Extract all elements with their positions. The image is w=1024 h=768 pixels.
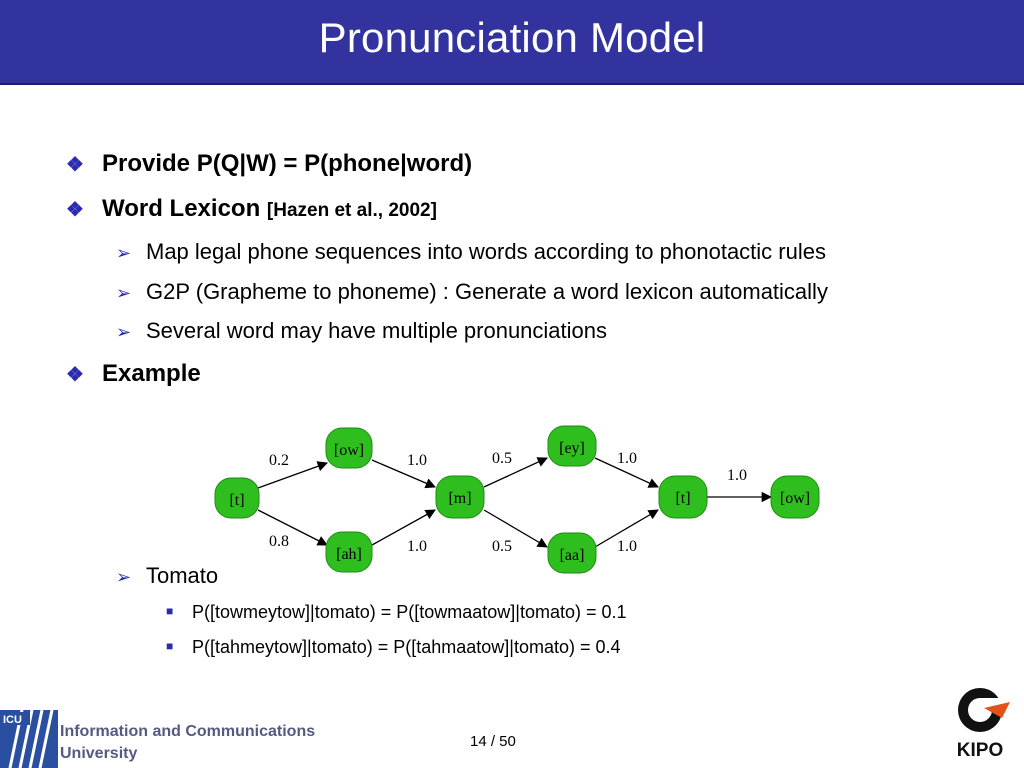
edge-m-aa	[483, 509, 548, 548]
edge-label: 0.2	[269, 452, 289, 469]
probability-line-1: ■ P([towmeytow]|tomato) = P([towmaatow]|t…	[166, 602, 627, 623]
sub-bullet-text: Tomato	[146, 563, 219, 588]
arrowhead-icon: ➢	[116, 243, 132, 263]
node-label: [ow]	[334, 442, 364, 459]
bullet-text: Example	[102, 360, 201, 387]
sub-bullet-g2p: ➢ G2P (Grapheme to phoneme) : Generate a …	[116, 279, 828, 305]
page-title: Pronunciation Model	[318, 14, 706, 61]
diamond-cluster-icon: ❖	[66, 364, 84, 386]
title-bar: Pronunciation Model	[0, 0, 1024, 85]
edge-m-ey	[483, 457, 548, 488]
diamond-cluster-icon: ❖	[66, 154, 84, 176]
node-label: [m]	[448, 490, 471, 507]
node-label: [ow]	[780, 490, 810, 507]
edge-label: 1.0	[407, 452, 427, 469]
institution-name-line1: Information and Communications	[60, 723, 316, 740]
edge-t-ah	[257, 509, 328, 546]
node-ah	[325, 531, 373, 573]
sub-bullet-text: G2P (Grapheme to phoneme) : Generate a w…	[146, 279, 828, 304]
sub-bullet-text: Several word may have multiple pronuncia…	[146, 318, 608, 343]
svg-text:ICU: ICU	[3, 714, 22, 726]
node-ey	[547, 425, 597, 467]
edge-label: 0.5	[492, 450, 512, 467]
kipo-logo: KIPO	[957, 688, 1010, 761]
sub-bullet-phonotactic: ➢ Map legal phone sequences into words ac…	[116, 239, 826, 265]
edge-ow-m	[371, 459, 436, 489]
node-t-mid	[658, 475, 708, 519]
bullet-word-lexicon: ❖ Word Lexicon [Hazen et al., 2002]	[66, 195, 437, 223]
edge-aa-t	[594, 509, 659, 548]
edge-label: 0.8	[269, 533, 289, 550]
arrowhead-icon: ➢	[116, 283, 132, 303]
bullet-example: ❖ Example	[66, 360, 201, 388]
probability-text: P([tahmeytow]|tomato) = P([tahmaatow]|to…	[192, 637, 621, 657]
bullet-provide: ❖ Provide P(Q|W) = P(phone|word)	[66, 150, 472, 178]
edge-label: 1.0	[407, 538, 427, 555]
node-ow-final	[770, 475, 820, 519]
citation: [Hazen et al., 2002]	[266, 200, 437, 221]
node-label: [t]	[675, 490, 690, 507]
svg-text:KIPO: KIPO	[957, 740, 1003, 761]
edge-ah-m	[371, 509, 436, 546]
institution-name-line2: University	[60, 745, 138, 762]
node-m	[435, 475, 485, 519]
node-label: [ey]	[559, 440, 585, 457]
node-label: [ah]	[336, 546, 362, 563]
edge-t-ow	[257, 461, 328, 489]
node-label: [t]	[229, 492, 244, 509]
sub-bullet-text: Map legal phone sequences into words acc…	[146, 239, 826, 264]
node-t-start	[214, 477, 260, 519]
diamond-cluster-icon: ❖	[66, 199, 84, 221]
edge-label: 1.0	[727, 467, 747, 484]
edge-ey-t	[594, 457, 659, 488]
square-icon: ■	[166, 639, 174, 653]
arrowhead-icon: ➢	[116, 567, 132, 587]
bullet-text: Word Lexicon	[102, 195, 267, 222]
probability-line-2: ■ P([tahmeytow]|tomato) = P([tahmaatow]|t…	[166, 637, 621, 658]
sub-bullet-tomato: ➢ Tomato	[116, 563, 218, 589]
sub-bullet-multiple: ➢ Several word may have multiple pronunci…	[116, 318, 607, 344]
probability-text: P([towmeytow]|tomato) = P([towmaatow]|to…	[192, 602, 627, 622]
icu-logo: ICU	[0, 710, 58, 768]
bullet-text: Provide P(Q|W) = P(phone|word)	[102, 150, 473, 177]
edge-label: 1.0	[617, 538, 637, 555]
node-label: [aa]	[560, 547, 585, 564]
edge-label: 0.5	[492, 538, 512, 555]
page-number: 14 / 50	[470, 733, 516, 750]
node-ow	[325, 427, 373, 469]
edge-label: 1.0	[617, 450, 637, 467]
arrowhead-icon: ➢	[116, 322, 132, 342]
node-aa	[547, 532, 597, 574]
square-icon: ■	[166, 604, 174, 618]
